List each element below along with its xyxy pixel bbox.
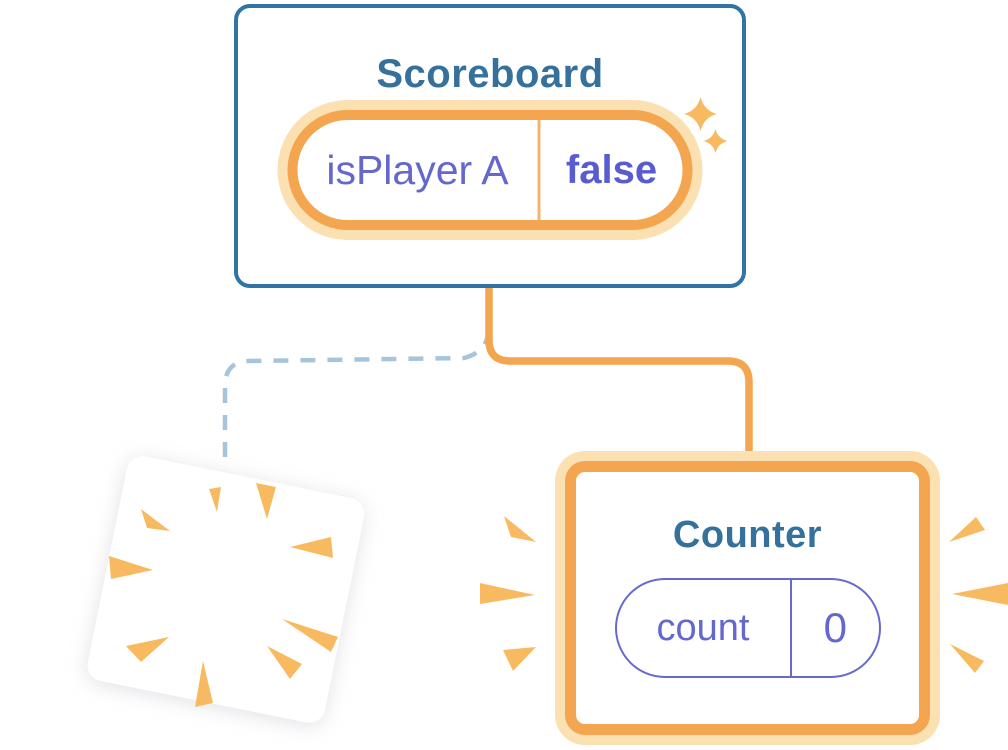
state-value-label: false [565,147,658,192]
state-key-label: isPlayer A [326,146,509,193]
removed-component-square [87,456,365,723]
counter-title: Counter [672,514,823,556]
emphasis-spark [503,647,536,671]
scoreboard-component-card: Scoreboard isPlayer A false [234,4,746,288]
emphasis-spark [949,517,985,542]
state-key-label: count [656,606,750,649]
pill-divider [789,580,792,676]
poof-ray [126,637,169,662]
counter-component-card: Counter count 0 [565,461,930,735]
emphasis-spark [952,583,1008,605]
poof-ray [109,556,153,579]
state-value-label: 0 [823,604,847,651]
poof-ray [195,661,213,707]
scoreboard-state-pill: isPlayer A false [287,110,693,230]
poof-ray [256,483,276,519]
poof-ray [141,509,170,531]
parent-child-connector [485,284,753,468]
poof-rays [109,483,338,707]
counter-state-pill: count 0 [614,578,881,678]
removed-child-dashed-connector [222,329,492,459]
scoreboard-title: Scoreboard [376,52,604,96]
poof-ray [209,487,221,512]
emphasis-spark [480,583,535,604]
pill-divider [537,120,541,220]
poof-ray [267,646,302,679]
emphasis-spark [504,516,536,542]
poof-ray [290,537,333,558]
emphasis-spark [950,644,984,673]
poof-ray [282,619,338,652]
